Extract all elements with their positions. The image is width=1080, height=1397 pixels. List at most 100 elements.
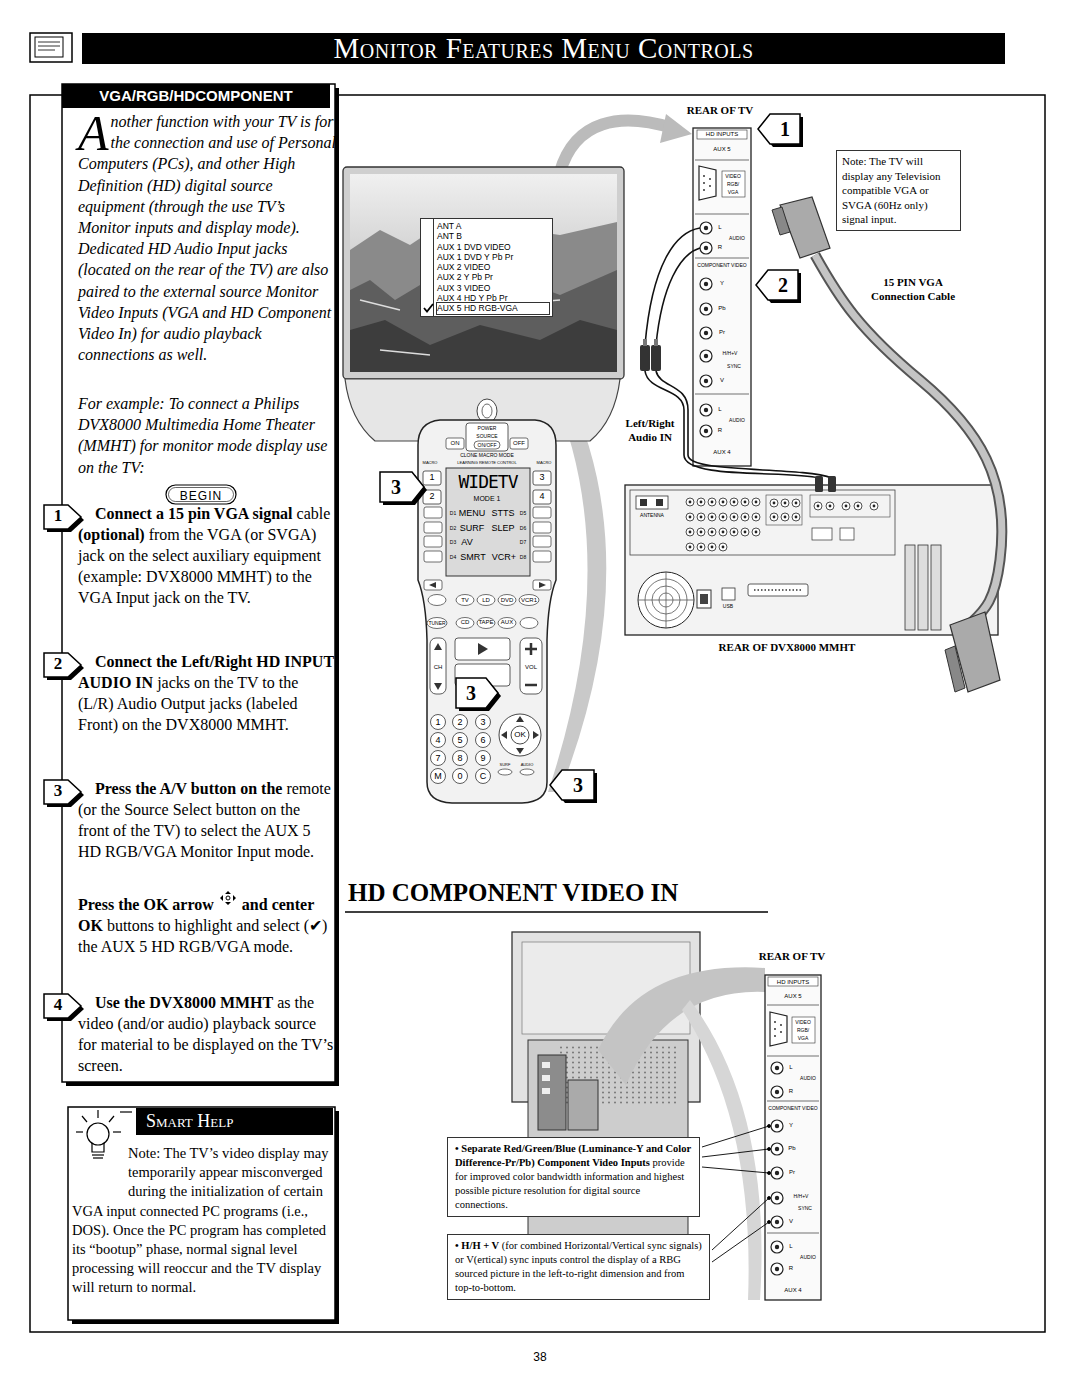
panel-label: M <box>434 771 442 782</box>
panel-label: Y <box>720 280 724 287</box>
television-rear <box>568 1080 598 1130</box>
panel-label: DVD <box>501 597 514 604</box>
smart-help-frame <box>68 1107 335 1320</box>
callout-number: 3 <box>466 681 476 705</box>
vga-cable <box>772 207 790 235</box>
panel-label: TUNER <box>428 620 445 626</box>
header <box>38 50 55 51</box>
rca-plug <box>640 345 650 371</box>
panel-label: 1 <box>435 717 440 728</box>
callout-tag <box>758 114 800 144</box>
begin-badge: BEGIN <box>180 489 222 503</box>
leader-line <box>702 1126 769 1147</box>
panel-label: Pr <box>719 329 725 336</box>
remote-control <box>476 715 491 730</box>
dvx8000-rear <box>828 476 836 492</box>
remote-control <box>498 618 516 629</box>
panel-label: AUDIO <box>521 763 534 768</box>
remote-control <box>431 769 446 784</box>
remote-control <box>533 490 551 504</box>
dvx8000-rear <box>792 499 800 507</box>
rear-input-panel <box>703 182 705 184</box>
node-text: AUX 3 VIDEO <box>437 283 490 293</box>
dvx8000-rear <box>770 513 778 521</box>
panel-label: MODE 1 <box>474 495 501 503</box>
panel-label: AUDIO <box>729 417 745 423</box>
dvx8000-rear <box>708 528 716 536</box>
remote-control <box>430 638 446 694</box>
panel-label: Y <box>789 1122 793 1129</box>
leader-line <box>702 1167 769 1173</box>
dvx8000-rear <box>840 528 854 540</box>
text-block: AUX 1 DVD VIDEO <box>437 242 549 252</box>
remote-control <box>533 536 551 547</box>
remote-control <box>533 551 551 562</box>
dvx8000-rear <box>719 543 727 551</box>
section-underline <box>345 911 768 913</box>
caption: REAR OF TV <box>687 104 754 117</box>
panel-label: SURF <box>460 523 485 534</box>
header <box>82 33 1005 64</box>
text-block: Connect a 15 pin VGA signal cable (optio… <box>78 503 334 608</box>
rear-arrow <box>560 114 692 172</box>
vga-cable <box>815 255 1002 622</box>
remote-control <box>455 638 510 660</box>
header <box>38 42 60 43</box>
vga-cable <box>772 197 1002 692</box>
remote-control <box>424 580 442 590</box>
audio-cable <box>645 228 832 478</box>
audio-cable <box>645 228 700 345</box>
callout-tag <box>456 678 498 708</box>
dvx8000-rear <box>722 588 735 600</box>
panel-label: ON <box>451 440 460 447</box>
rear-input-panel <box>709 185 711 187</box>
panel-label: R <box>789 1265 793 1272</box>
panel-label: TAPE <box>478 619 493 626</box>
dvx8000-rear <box>730 498 738 506</box>
panel-label: LD <box>482 597 490 604</box>
remote-control <box>453 733 468 748</box>
lightbulb-icon <box>82 1116 87 1122</box>
remote-control <box>456 595 474 606</box>
panel-label: AUX <box>501 619 513 626</box>
text-block: ANT A <box>437 221 549 231</box>
television-front <box>482 404 492 418</box>
panel-label: ON/OFF <box>478 442 497 448</box>
smart-help-box: Smart HelpNote: The TV’s video display m… <box>68 1107 335 1320</box>
dvx8000-rear <box>815 476 823 492</box>
panel-label: 6 <box>480 735 485 746</box>
panel-label: SOURCE <box>476 433 497 439</box>
dvx8000-rear <box>640 499 647 506</box>
panel-label: 1 <box>429 472 434 483</box>
audio-cable <box>656 371 832 478</box>
dvx8000-rear <box>741 528 749 536</box>
rear-input-panel <box>700 278 712 290</box>
panel-label: AUX 5 <box>784 993 801 1000</box>
remote-control <box>525 643 537 685</box>
step-number: 3 <box>54 781 63 801</box>
dvx8000-rear <box>719 528 727 536</box>
rear-input-panel <box>771 1263 783 1275</box>
header <box>30 33 1005 64</box>
remote-control <box>474 441 500 449</box>
panel-label: AUX 5 <box>713 146 730 153</box>
remote-control <box>424 522 442 533</box>
caption: REAR OF TV <box>759 950 826 963</box>
remote-control <box>453 769 468 784</box>
node-text: Another function with your TV is for the… <box>78 111 336 365</box>
panel-label: RGB/ <box>797 1027 809 1033</box>
node-text: For example: To connect a Philips DVX800… <box>78 395 327 476</box>
rear-input-panel <box>700 425 712 437</box>
lightbulb-icon <box>97 1110 98 1118</box>
panel-label: L <box>718 406 721 413</box>
rear-arrow <box>560 121 672 172</box>
text-block: AUX 1 DVD Y Pb Pr <box>437 252 549 262</box>
dvx8000-rear <box>918 545 928 630</box>
remote-control <box>510 438 528 449</box>
panel-label: Pr <box>789 1169 795 1176</box>
remote-control <box>516 748 524 754</box>
dvx8000-rear <box>854 502 862 510</box>
lightbulb-icon <box>93 1157 103 1158</box>
panel-label: POWER <box>478 425 497 431</box>
panel-label: Pb <box>718 305 725 312</box>
